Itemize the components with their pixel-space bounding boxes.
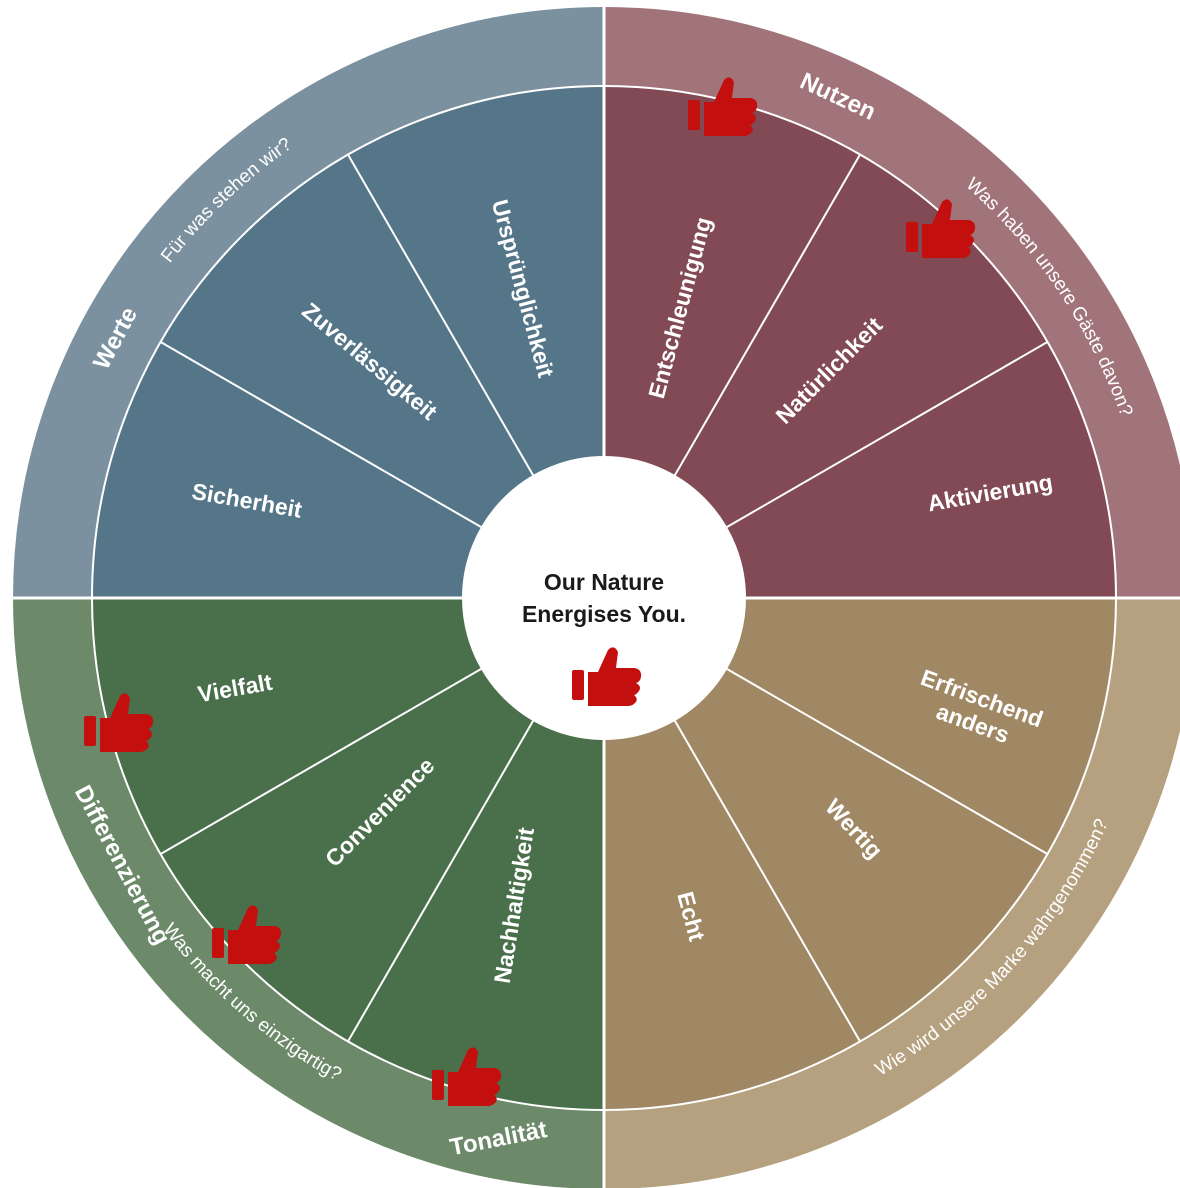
segment-divider [347, 718, 535, 1042]
segment-divider [347, 154, 535, 478]
quadrant-outer-nutzen [604, 6, 1180, 598]
outer-ring-border [11, 5, 1180, 1188]
segment-divider [160, 667, 484, 855]
segment-divider [673, 154, 861, 478]
center-hub: Our Nature Energises You. [462, 456, 746, 740]
quadrant-layer [10, 4, 1180, 1188]
center-line-2: Energises You. [522, 601, 686, 627]
quadrant-outer-tonalitaet [604, 598, 1180, 1188]
center-line-1: Our Nature [544, 569, 664, 595]
segment-divider [724, 341, 1048, 529]
segment-divider [724, 667, 1048, 855]
quadrant-inner-tonalitaet [604, 598, 1116, 1110]
segment-divider [160, 341, 484, 529]
inner-ring-border [91, 85, 1117, 1111]
quadrant-outer-differenzierung [12, 598, 604, 1188]
quadrant-inner-nutzen [604, 86, 1116, 598]
quadrant-inner-werte [92, 86, 604, 598]
segment-divider [673, 718, 861, 1042]
quadrant-outer-werte [12, 6, 604, 598]
quadrant-inner-differenzierung [92, 598, 604, 1110]
